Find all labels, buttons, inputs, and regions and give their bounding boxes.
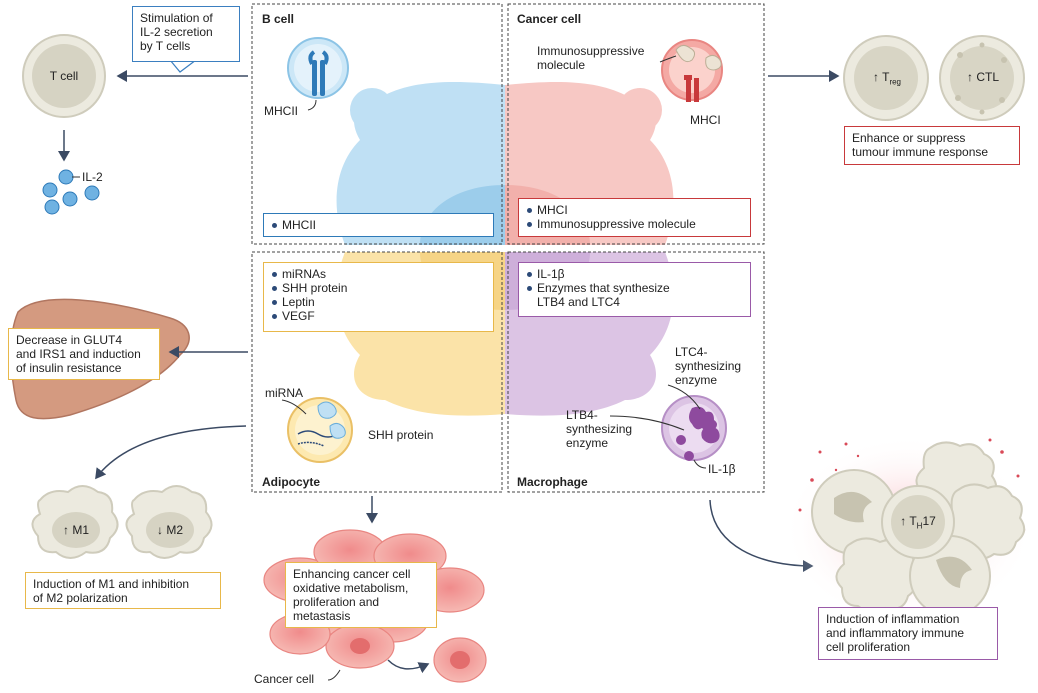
- immunosuppressive-label: Immunosuppressive molecule: [537, 44, 645, 72]
- inflammation-box: Induction of inflammation and inflammato…: [818, 607, 998, 660]
- ctl-cell-icon: [939, 35, 1025, 121]
- ltc4-label: LTC4- synthesizing enzyme: [675, 345, 742, 387]
- insulin-resistance-box: Decrease in GLUT4 and IRS1 and induction…: [8, 328, 160, 380]
- polarization-box: Induction of M1 and inhibition of M2 pol…: [25, 572, 221, 609]
- immune-response-box: Enhance or suppress tumour immune respon…: [844, 126, 1020, 165]
- adipocyte-item-0: miRNAs: [271, 267, 486, 281]
- t-cell-label: T cell: [49, 69, 79, 83]
- macrophage-list-box: IL-1β Enzymes that synthesize LTB4 and L…: [518, 262, 751, 317]
- m1-macrophage-icon: [31, 485, 119, 559]
- macrophage-item-0: IL-1β: [526, 267, 743, 281]
- adipocyte-list-box: miRNAs SHH protein Leptin VEGF: [263, 262, 494, 332]
- macrophage-item-1: Enzymes that synthesize LTB4 and LTC4: [526, 281, 743, 309]
- th17-label: ↑ TH17: [886, 514, 950, 533]
- ctl-label: ↑ CTL: [966, 70, 999, 84]
- m2-macrophage-icon: [125, 485, 213, 559]
- macrophage-title: Macrophage: [517, 475, 588, 489]
- t-cell-icon: [22, 34, 106, 118]
- shh-protein-label: SHH protein: [368, 428, 434, 442]
- il2-label: IL-2: [82, 170, 103, 184]
- mhcii-label: MHCII: [264, 104, 298, 118]
- il1b-label: IL-1β: [708, 462, 736, 476]
- cancer-cell-cluster-label: Cancer cell: [254, 672, 315, 686]
- b-cell-list-box: MHCII: [263, 213, 494, 237]
- b-cell-panel: [251, 3, 503, 245]
- adipocyte-panel: [251, 251, 503, 493]
- m1-label: ↑ M1: [62, 523, 89, 537]
- macrophage-icon: [609, 384, 727, 469]
- b-cell-item-0: MHCII: [271, 218, 486, 232]
- cancer-cell-item-0: MHCI: [526, 203, 743, 217]
- adipocyte-icon: [281, 397, 353, 463]
- th17-label-sub: H: [916, 521, 923, 531]
- mhci-label: MHCI: [690, 113, 721, 127]
- macrophage-panel: [507, 251, 765, 493]
- cancer-cell-list-box: MHCI Immunosuppressive molecule: [518, 198, 751, 237]
- th17-label-main: ↑ T: [900, 514, 917, 528]
- mirna-label: miRNA: [265, 386, 303, 400]
- treg-label: ↑ Treg: [856, 70, 918, 89]
- treg-cell-icon: [843, 35, 929, 121]
- treg-label-sub: reg: [889, 77, 901, 87]
- b-cell-icon: [287, 37, 349, 111]
- il2-molecules: [42, 169, 100, 215]
- m2-label: ↓ M2: [156, 523, 183, 537]
- cancer-cell-panel: [507, 3, 765, 245]
- adipocyte-title: Adipocyte: [262, 475, 321, 489]
- il2-callout: Stimulation of IL-2 secretion by T cells: [132, 6, 240, 62]
- metabolism-box: Enhancing cancer cell oxidative metaboli…: [285, 562, 437, 628]
- b-cell-title: B cell: [262, 12, 295, 26]
- adipocyte-item-3: VEGF: [271, 309, 486, 323]
- adipocyte-item-1: SHH protein: [271, 281, 486, 295]
- ltb4-label: LTB4- synthesizing enzyme: [566, 408, 633, 450]
- treg-label-main: ↑ T: [872, 70, 890, 84]
- cancer-cell-icon: [659, 39, 723, 102]
- cancer-cell-title: Cancer cell: [517, 12, 582, 26]
- th17-label-suffix: 17: [922, 514, 936, 528]
- inflammatory-cells: [811, 441, 1026, 617]
- adipocyte-item-2: Leptin: [271, 295, 486, 309]
- cancer-cell-item-1: Immunosuppressive molecule: [526, 217, 743, 231]
